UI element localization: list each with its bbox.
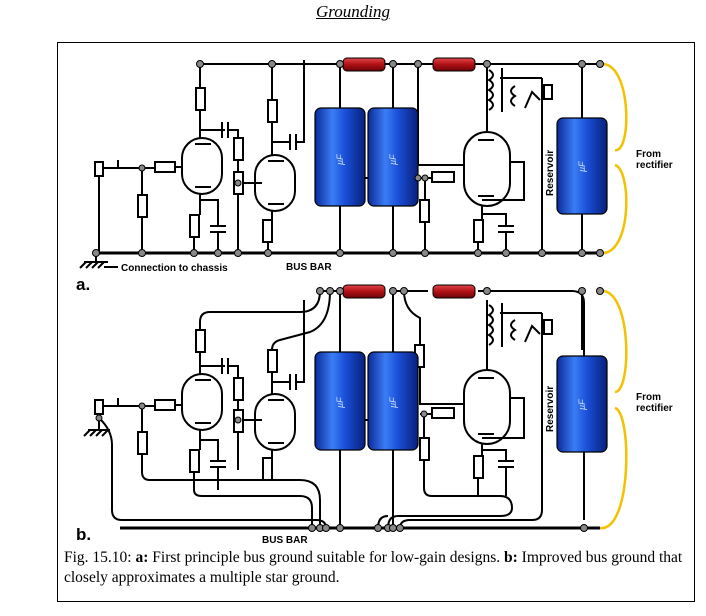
bus-bar-label-b: BUS BAR (262, 535, 308, 546)
filter-capacitor-b2 (367, 351, 419, 451)
cap-marking-b1: µF (335, 397, 345, 408)
connection-to-chassis-label: Connection to chassis (121, 263, 228, 274)
filter-capacitor-a2 (367, 107, 419, 207)
reservoir-label-b: Reservoir (545, 386, 556, 432)
diagram-a (79, 60, 628, 269)
from-label-a: From (636, 149, 661, 160)
reservoir-label-a: Reservoir (545, 150, 556, 196)
caption-part-a-text: First principle bus ground suitable for … (148, 549, 504, 566)
cap-marking-a3: µF (577, 161, 587, 172)
page-title: Grounding (316, 2, 390, 21)
series-resistor-b1 (342, 284, 386, 299)
figure-caption: Fig. 15.10: a: First principle bus groun… (64, 548, 684, 588)
reservoir-capacitor-a (556, 117, 608, 215)
series-resistor-b2 (432, 284, 476, 299)
panel-label-b: b. (76, 525, 91, 544)
rectifier-label-b: rectifier (636, 403, 673, 414)
series-resistor-a2 (432, 57, 476, 72)
filter-capacitor-b1 (314, 351, 366, 451)
diagram-b (83, 289, 628, 530)
junctions-b (95, 287, 604, 532)
cap-marking-b2: µF (388, 397, 398, 408)
cap-marking-b3: µF (577, 399, 587, 410)
caption-part-a-label: a: (135, 549, 149, 566)
series-resistor-a1 (342, 57, 386, 72)
filter-capacitor-a1 (314, 107, 366, 207)
panel-label-a: a. (76, 275, 90, 294)
cap-marking-a1: µF (335, 154, 345, 165)
junctions-a (92, 60, 604, 257)
reservoir-capacitor-b (556, 355, 608, 453)
cap-marking-a2: µF (388, 154, 398, 165)
caption-part-b-label: b: (504, 549, 518, 566)
caption-part-b-text: Improved bus ground that closely approxi… (64, 549, 683, 586)
caption-fig-number: Fig. 15.10: (64, 549, 136, 566)
bus-bar-label-a: BUS BAR (286, 262, 332, 273)
from-label-b: From (636, 392, 661, 403)
rectifier-label-a: rectifier (636, 160, 673, 171)
